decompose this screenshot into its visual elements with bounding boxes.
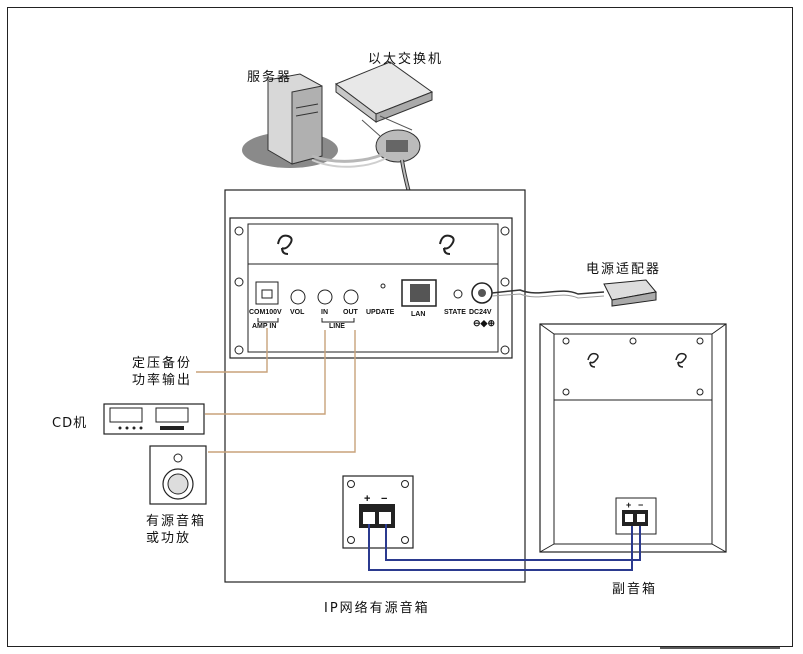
power-adapter-icon [491,279,657,307]
speaker-wires [368,524,641,571]
dc24v-label: DC24V [469,309,492,316]
vol-label: VOL [290,309,305,316]
main-speaker-label: IP网络有源音箱 [324,601,430,616]
main-minus-label: − [381,493,388,505]
cd-player-label: CD机 [52,416,88,431]
main-plus-label: + [364,493,371,505]
server-label: 服务器 [247,70,293,85]
update-button[interactable] [380,283,386,289]
power-adapter-label: 电源适配器 [586,262,662,277]
sub-minus-label: − [638,500,644,510]
line-out-jack[interactable] [343,289,359,305]
update-label: UPDATE [366,309,395,316]
state-label: STATE [444,309,466,316]
rj45-closeup-icon [361,115,421,163]
server-icon [242,73,338,168]
active-speaker-label-1: 有源音箱 [146,514,207,529]
diagram-frame [7,7,793,647]
cd-player-icon [103,403,205,435]
com100v-label: COM100V [249,309,282,316]
switch-icon [334,61,434,123]
fixed-amp-label-2: 功率输出 [132,373,193,388]
main-speaker-terminal [342,475,414,549]
out-label: OUT [343,309,358,316]
fixed-amp-label-1: 定压备份 [132,356,193,371]
signal-wires [196,328,356,453]
sub-speaker-cabinet [539,323,727,553]
vol-knob[interactable] [290,289,306,305]
active-speaker-icon [149,445,207,505]
amp-in-label: AMP IN [252,323,277,330]
switch-label: 以太交换机 [368,52,444,67]
sub-plus-label: + [626,500,632,510]
line-in-jack[interactable] [317,289,333,305]
lan-label: LAN [411,311,426,318]
active-speaker-label-2: 或功放 [146,531,192,546]
sub-speaker-label: 副音箱 [612,582,658,597]
dc-polarity-icon: ⊖◆⊕ [473,318,496,328]
state-led [453,289,463,299]
line-label: LINE [329,323,345,330]
in-label: IN [321,309,328,316]
rear-panel [229,217,513,359]
